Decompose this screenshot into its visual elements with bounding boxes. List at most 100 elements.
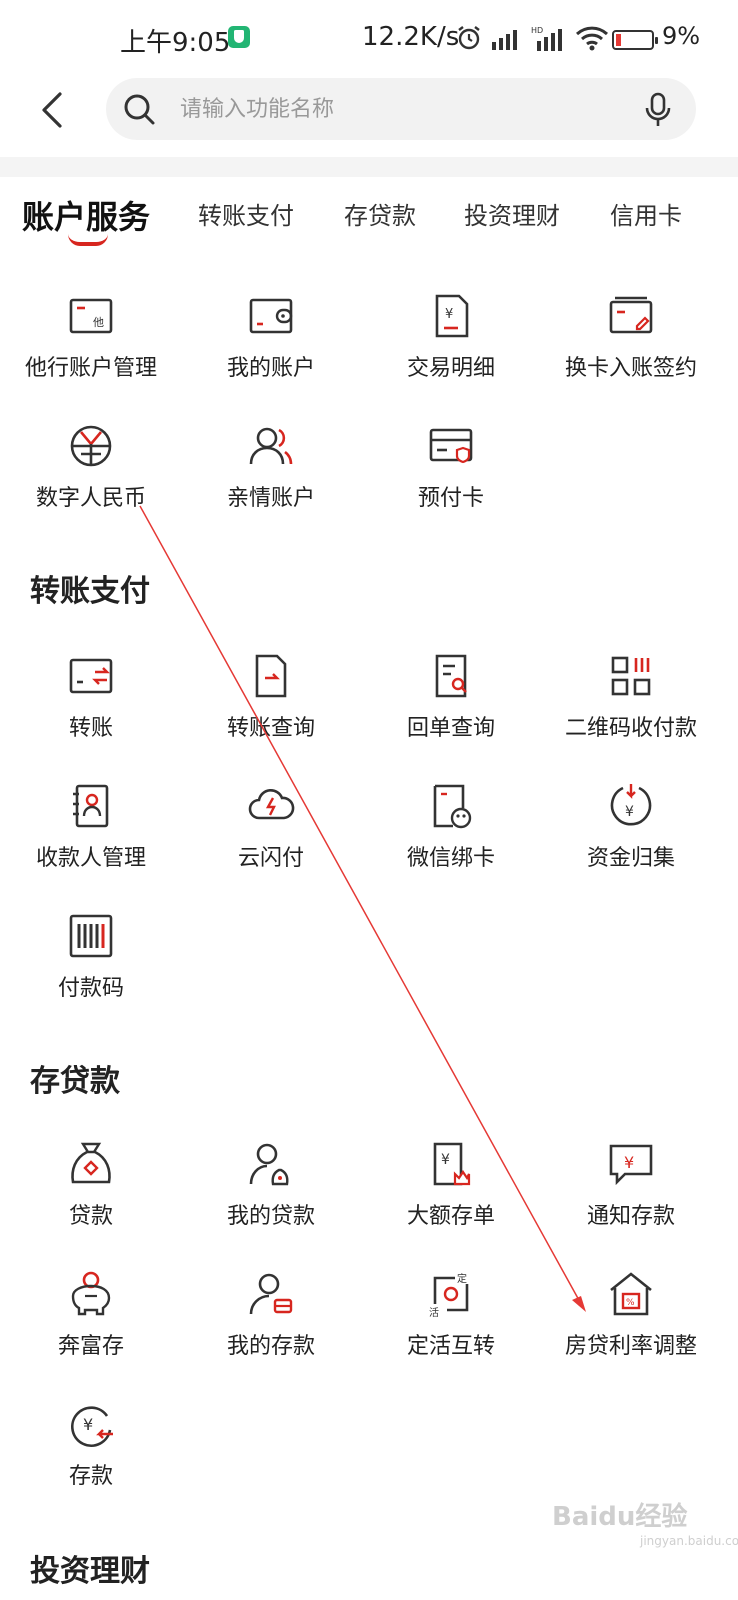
user-deposit-icon: [249, 1273, 293, 1315]
alarm-icon: [458, 26, 480, 50]
receipt-yen-icon: ¥: [435, 294, 469, 338]
grid-item-label: 微信绑卡: [406, 846, 495, 871]
cloud-flash-icon: [248, 788, 295, 820]
piggy-bank-icon: [71, 1271, 111, 1316]
grid-item-label: 回单查询: [406, 716, 495, 741]
grid-item-label: 我的存款: [226, 1334, 315, 1359]
grid-item-my-loan[interactable]: 我的贷款: [180, 1140, 362, 1260]
grid-item-my-account[interactable]: 我的账户: [180, 292, 362, 412]
transfer-query-icon: [255, 654, 287, 698]
grid-item-label: 转账: [68, 716, 113, 741]
grid-item-label: 我的贷款: [226, 1204, 315, 1229]
grid-item-benfucun[interactable]: 奔富存: [0, 1270, 182, 1390]
grid-item-label: 数字人民币: [35, 486, 146, 511]
microphone-icon[interactable]: [644, 92, 672, 128]
section-title-investment: 投资理财: [30, 1554, 150, 1589]
grid-item-label: 奔富存: [57, 1334, 124, 1359]
tab-credit-card[interactable]: 信用卡: [610, 202, 682, 230]
wechat-card-icon: [433, 784, 472, 829]
back-arrow-icon[interactable]: [36, 90, 68, 130]
grid-item-digital-rmb[interactable]: 数字人民币: [0, 422, 182, 542]
grid-item-large-cd[interactable]: ¥ 大额存单: [360, 1140, 542, 1260]
svg-text:¥: ¥: [441, 1152, 450, 1168]
grid-item-notice-deposit[interactable]: ¥ 通知存款: [540, 1140, 722, 1260]
security-shield-icon: [228, 26, 250, 48]
grid-item-family-account[interactable]: 亲情账户: [180, 422, 362, 542]
grid-item-transfer-query[interactable]: 转账查询: [180, 652, 362, 772]
user-loan-icon: [249, 1143, 289, 1186]
svg-text:HD: HD: [531, 26, 543, 35]
grid-item-label: 定活互转: [406, 1334, 495, 1359]
svg-text:¥: ¥: [445, 307, 453, 322]
grid-item-receipt-query[interactable]: 回单查询: [360, 652, 542, 772]
status-icons: HD: [455, 24, 609, 52]
grid-item-label: 大额存单: [406, 1204, 495, 1229]
receipt-search-icon: [435, 654, 467, 698]
grid-item-transfer[interactable]: 转账: [0, 652, 182, 772]
baidu-watermark: Baidu经验: [552, 1502, 688, 1532]
grid-item-wechat-bind[interactable]: 微信绑卡: [360, 782, 542, 902]
barcode-icon: [69, 914, 113, 958]
wifi-icon: [575, 26, 609, 51]
header-divider: [0, 157, 738, 177]
grid-item-fixed-current-swap[interactable]: 定活 定活互转: [360, 1270, 542, 1390]
grid-item-label: 我的账户: [226, 356, 315, 381]
grid-item-label: 预付卡: [417, 486, 484, 511]
digital-yuan-icon: [70, 425, 112, 467]
payee-book-icon: [73, 784, 109, 828]
large-deposit-icon: ¥: [433, 1142, 471, 1186]
prepaid-card-icon: [429, 428, 473, 464]
svg-text:¥: ¥: [624, 1153, 634, 1172]
hd-signal-icon: HD: [531, 26, 562, 51]
battery-icon: [612, 30, 658, 50]
svg-text:%: %: [626, 1298, 635, 1308]
grid-item-my-deposit[interactable]: 我的存款: [180, 1270, 362, 1390]
grid-item-card-change-sign[interactable]: 换卡入账签约: [540, 292, 722, 412]
tab-account-service[interactable]: 账户服务: [22, 198, 151, 236]
notice-deposit-icon: ¥: [609, 1144, 653, 1186]
deposit-yen-icon: ¥: [71, 1406, 113, 1447]
grid-item-label: 通知存款: [586, 1204, 675, 1229]
grid-item-loan[interactable]: 贷款: [0, 1140, 182, 1260]
section-title-deposit-loan: 存贷款: [30, 1064, 120, 1099]
card-edit-icon: [609, 296, 653, 334]
status-time: 上午9:05: [120, 28, 231, 58]
tab-investment[interactable]: 投资理财: [464, 202, 560, 230]
search-icon: [124, 94, 155, 125]
baidu-watermark-url: jingyan.baidu.com: [640, 1534, 738, 1548]
grid-item-label: 亲情账户: [226, 486, 315, 511]
signal-icon: [492, 30, 517, 50]
grid-item-payee-manage[interactable]: 收款人管理: [0, 782, 182, 902]
grid-item-label: 云闪付: [237, 846, 304, 871]
grid-item-label: 存款: [68, 1464, 113, 1489]
grid-item-label: 换卡入账签约: [564, 356, 697, 381]
grid-item-label: 他行账户管理: [24, 356, 157, 381]
other-bank-card-icon: 他: [69, 298, 113, 334]
tab-transfer-payment[interactable]: 转账支付: [198, 202, 294, 230]
grid-item-label: 资金归集: [586, 846, 675, 871]
status-bar: 上午9:05 12.2K/s HD 9%: [0, 0, 738, 70]
search-input[interactable]: [180, 89, 620, 129]
svg-text:¥: ¥: [625, 804, 634, 820]
svg-text:他: 他: [93, 316, 104, 329]
money-bag-icon: [71, 1142, 111, 1184]
fixed-current-swap-icon: 定活: [429, 1272, 469, 1318]
network-speed: 12.2K/s: [362, 22, 460, 52]
fund-collect-icon: ¥: [610, 784, 652, 826]
grid-item-label: 转账查询: [226, 716, 315, 741]
grid-item-fund-collection[interactable]: ¥ 资金归集: [540, 782, 722, 902]
grid-item-label: 付款码: [57, 976, 124, 1001]
grid-item-mortgage-rate[interactable]: % 房贷利率调整: [540, 1270, 722, 1390]
grid-item-deposit[interactable]: ¥ 存款: [0, 1400, 182, 1520]
grid-item-label: 交易明细: [406, 356, 495, 381]
grid-item-payment-code[interactable]: 付款码: [0, 912, 182, 1032]
grid-item-qr-payment[interactable]: 二维码收付款: [540, 652, 722, 772]
grid-item-transaction-detail[interactable]: ¥ 交易明细: [360, 292, 542, 412]
category-tabs: 账户服务 转账支付 存贷款 投资理财 信用卡: [0, 178, 738, 258]
grid-item-label: 二维码收付款: [564, 716, 697, 741]
grid-item-prepaid-card[interactable]: 预付卡: [360, 422, 542, 542]
tab-deposit-loan[interactable]: 存贷款: [344, 202, 416, 230]
grid-item-cloud-quickpass[interactable]: 云闪付: [180, 782, 362, 902]
grid-item-other-bank-account[interactable]: 他 他行账户管理: [0, 292, 182, 412]
search-bar[interactable]: [106, 78, 696, 140]
